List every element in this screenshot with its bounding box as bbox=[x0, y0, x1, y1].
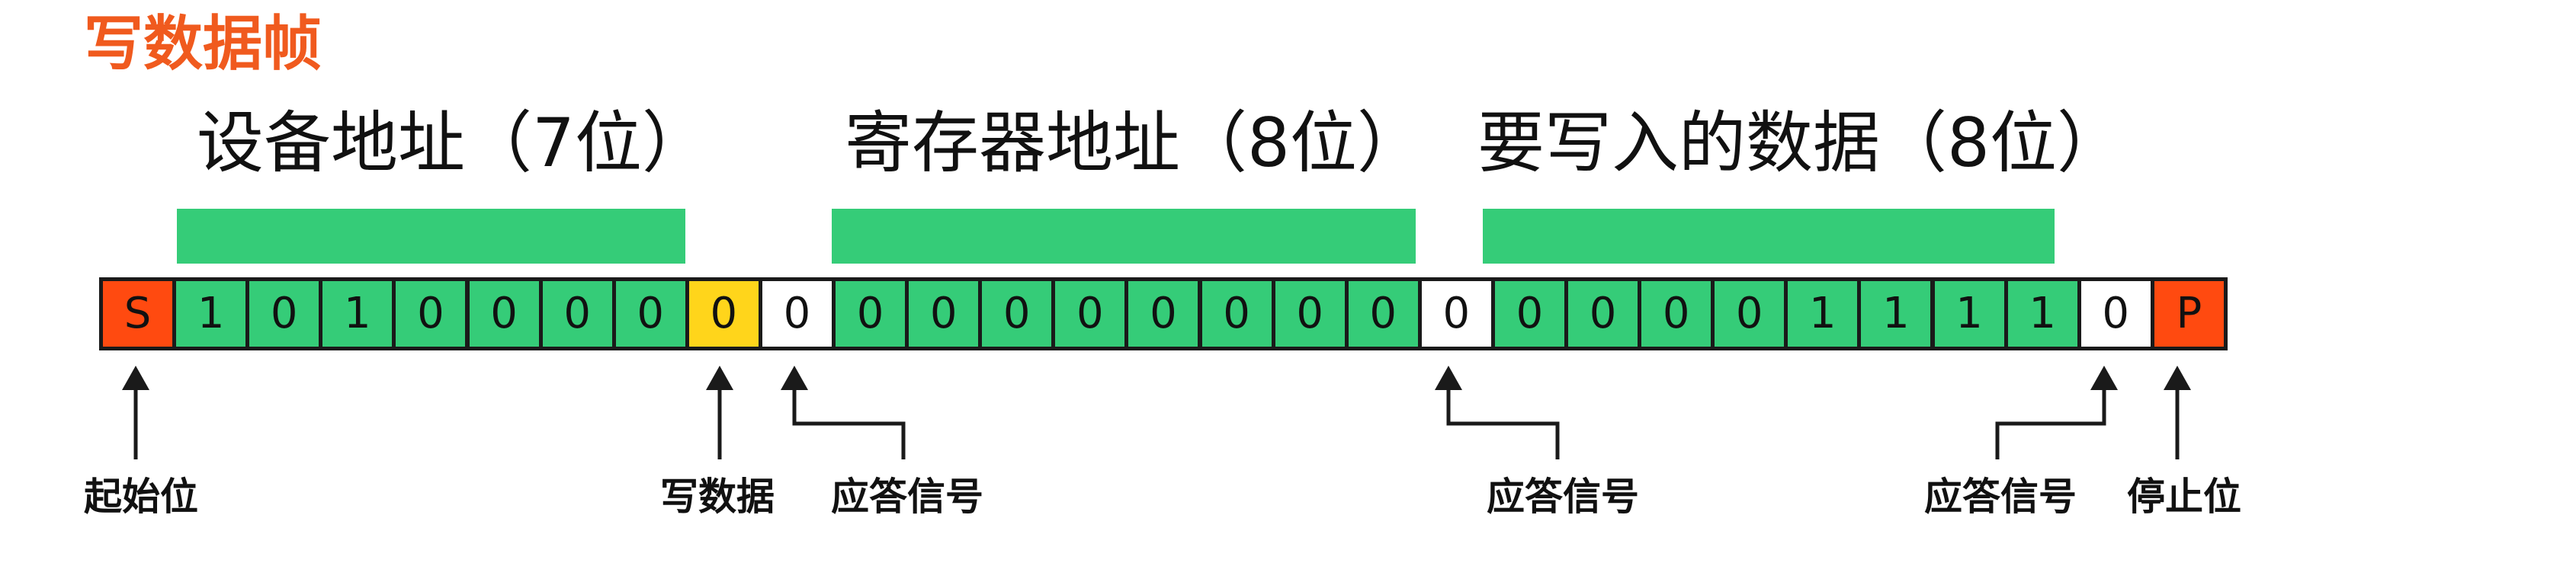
callout-write-data: 写数据 bbox=[660, 475, 775, 519]
callout-ack-1: 应答信号 bbox=[831, 475, 983, 519]
ack1-arrow-icon bbox=[781, 366, 808, 390]
write-bit-arrow-icon bbox=[706, 366, 733, 390]
ack2-arrow-icon bbox=[1435, 366, 1462, 390]
data-bit-cell: 0 bbox=[1344, 277, 1422, 350]
start-bit-arrow-icon bbox=[122, 366, 149, 390]
callout-stop-bit: 停止位 bbox=[2127, 475, 2241, 519]
data-bit-cell: 0 bbox=[1124, 277, 1202, 350]
data-bit-cell: 0 bbox=[1711, 277, 1788, 350]
start-bit-cell: S bbox=[99, 277, 177, 350]
stop-bit-cell: P bbox=[2150, 277, 2228, 350]
stop-bit-arrow-icon bbox=[2164, 366, 2191, 390]
segment-label-device-address: 设备地址（7位） bbox=[197, 104, 709, 182]
data-bit-cell: 1 bbox=[2003, 277, 2081, 350]
data-bit-cell: 0 bbox=[392, 277, 470, 350]
ack3-connector bbox=[1995, 379, 2106, 459]
data-bit-cell: 0 bbox=[905, 277, 983, 350]
ack-bit-cell: 0 bbox=[758, 277, 836, 350]
data-bit-cell: 1 bbox=[1784, 277, 1862, 350]
callout-ack-2: 应答信号 bbox=[1487, 475, 1639, 519]
ack3-arrow-icon bbox=[2090, 366, 2118, 390]
data-bit-cell: 1 bbox=[319, 277, 396, 350]
ack1-connector bbox=[792, 379, 906, 459]
segment-bar-write-data bbox=[1483, 209, 2055, 264]
write-bit-cell: 0 bbox=[685, 277, 762, 350]
data-bit-cell: 0 bbox=[611, 277, 689, 350]
data-bit-cell: 0 bbox=[1490, 277, 1568, 350]
callout-start-bit: 起始位 bbox=[84, 475, 198, 519]
callout-ack-3: 应答信号 bbox=[1924, 475, 2077, 519]
ack-bit-cell: 0 bbox=[2077, 277, 2154, 350]
data-bit-cell: 0 bbox=[1271, 277, 1349, 350]
data-bit-cell: 0 bbox=[832, 277, 909, 350]
data-bit-cell: 0 bbox=[1051, 277, 1129, 350]
data-bit-cell: 0 bbox=[465, 277, 543, 350]
data-bit-cell: 0 bbox=[1198, 277, 1275, 350]
data-bit-cell: 0 bbox=[538, 277, 616, 350]
page-title: 写数据帧 bbox=[84, 10, 322, 78]
ack-bit-cell: 0 bbox=[1417, 277, 1495, 350]
ack2-connector bbox=[1446, 379, 1560, 459]
segment-bar-device-address bbox=[177, 209, 685, 264]
data-bit-cell: 0 bbox=[1564, 277, 1642, 350]
segment-bar-register-address bbox=[832, 209, 1416, 264]
data-bit-cell: 1 bbox=[172, 277, 250, 350]
data-bit-cell: 1 bbox=[1857, 277, 1935, 350]
data-bit-cell: 0 bbox=[1638, 277, 1715, 350]
data-bit-cell: 1 bbox=[1930, 277, 2008, 350]
segment-label-register-address: 寄存器地址（8位） bbox=[845, 104, 1424, 182]
data-bit-cell: 0 bbox=[978, 277, 1056, 350]
data-bit-cell: 0 bbox=[245, 277, 323, 350]
segment-label-write-data: 要写入的数据（8位） bbox=[1477, 104, 2124, 182]
